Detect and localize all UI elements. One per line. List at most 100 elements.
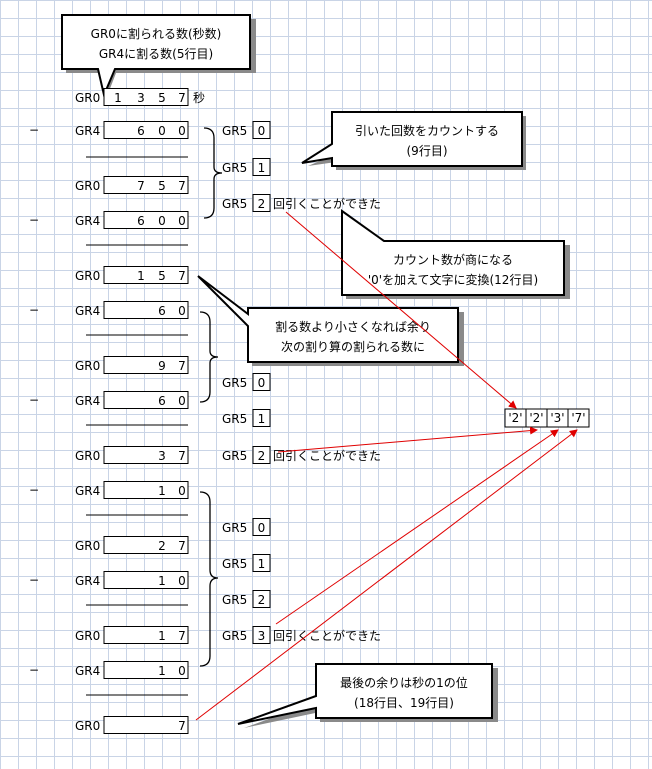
counter-value-box (252, 158, 271, 176)
result-char: '2' (508, 411, 522, 425)
counter-digit: 2 (258, 197, 266, 211)
register-digit: 6 (158, 304, 166, 318)
callout-text: 引いた回数をカウントする (355, 123, 499, 138)
register-label: GR0 (75, 359, 100, 373)
register-label: GR0 (75, 719, 100, 733)
register-value-box (103, 536, 189, 554)
callout-remainder: 割る数より小さくなれば余り 次の割り算の割られる数に (197, 275, 464, 366)
register-row: GR0 7 (75, 716, 189, 734)
counter-value-box (252, 194, 271, 212)
counter-note: 回引くことができた (273, 196, 381, 211)
counter-label: GR5 (222, 557, 247, 571)
register-label: GR4 (75, 394, 100, 408)
register-digit: 7 (178, 269, 186, 283)
minus-sign: − (29, 393, 39, 407)
arrow-quotient-2 (277, 426, 538, 453)
counter-label: GR5 (222, 376, 247, 390)
counter-digit: 0 (258, 521, 266, 535)
counter-value-box (252, 121, 271, 139)
register-value-box (103, 716, 189, 734)
callout-dividend-divisor: GR0に割られる数(秒数) GR4に割る数(5行目) (61, 14, 256, 99)
arrow-quotient-3 (275, 429, 559, 625)
counter-digit: 3 (258, 629, 266, 643)
register-digit: 1 (158, 664, 166, 678)
counter-value-box (252, 373, 271, 391)
counter-digit: 2 (258, 449, 266, 463)
arrow-remainder (195, 429, 578, 721)
callout-text: (18行目、19行目) (354, 696, 454, 710)
callout-text: カウント数が商になる (393, 252, 513, 267)
register-digit: 7 (178, 719, 186, 733)
register-digit: 1 (137, 269, 145, 283)
register-value-box (103, 356, 189, 374)
counter-label: GR5 (222, 593, 247, 607)
callout-count: 引いた回数をカウントする (9行目) (301, 111, 526, 170)
register-label: GR0 (75, 269, 100, 283)
register-digit: 1 (158, 629, 166, 643)
minus-sign: − (29, 213, 39, 227)
register-digit: 7 (178, 359, 186, 373)
minus-sign: − (29, 483, 39, 497)
register-digit: 1 (158, 574, 166, 588)
counter-digit: 1 (258, 161, 266, 175)
register-digit: 7 (178, 91, 186, 105)
counter-note: 回引くことができた (273, 448, 381, 463)
register-digit: 6 (158, 394, 166, 408)
counter-digit: 0 (258, 376, 266, 390)
counter-row: GR5 0 (222, 373, 271, 391)
register-label: GR4 (75, 664, 100, 678)
result-string: '2''2''3''7' (504, 408, 590, 428)
register-value-box (103, 176, 189, 194)
register-digit: 2 (158, 539, 166, 553)
register-label: GR4 (75, 484, 100, 498)
minus-sign: − (29, 303, 39, 317)
counter-value-box (252, 590, 271, 608)
minus-sign: − (29, 663, 39, 677)
register-digit: 0 (178, 394, 186, 408)
register-digit: 6 (137, 124, 145, 138)
register-value-box (103, 301, 189, 319)
callout-text: '0'を加えて文字に変換(12行目) (368, 272, 538, 287)
counter-label: GR5 (222, 197, 247, 211)
callout-last-remainder: 最後の余りは秒の1の位 (18行目、19行目) (237, 663, 498, 728)
counter-value-box (252, 518, 271, 536)
register-value-box (103, 391, 189, 409)
register-label: GR0 (75, 539, 100, 553)
counter-row: GR5 1 (222, 158, 271, 176)
register-digit: 9 (158, 359, 166, 373)
register-digit: 0 (178, 304, 186, 318)
register-value-box (103, 446, 189, 464)
counter-note: 回引くことができた (273, 628, 381, 643)
register-digit: 7 (178, 179, 186, 193)
register-value-box (103, 571, 189, 589)
register-digit: 0 (178, 574, 186, 588)
register-label: GR4 (75, 124, 100, 138)
register-digit: 0 (178, 124, 186, 138)
register-value-box (103, 211, 189, 229)
result-char: '7' (571, 411, 585, 425)
register-digit: 7 (178, 629, 186, 643)
register-value-box (103, 266, 189, 284)
register-label: GR4 (75, 304, 100, 318)
register-label: GR4 (75, 214, 100, 228)
counter-value-box (252, 409, 271, 427)
counter-label: GR5 (222, 521, 247, 535)
counter-label: GR5 (222, 161, 247, 175)
callout-text: GR4に割る数(5行目) (99, 46, 213, 61)
register-label: GR0 (75, 449, 100, 463)
